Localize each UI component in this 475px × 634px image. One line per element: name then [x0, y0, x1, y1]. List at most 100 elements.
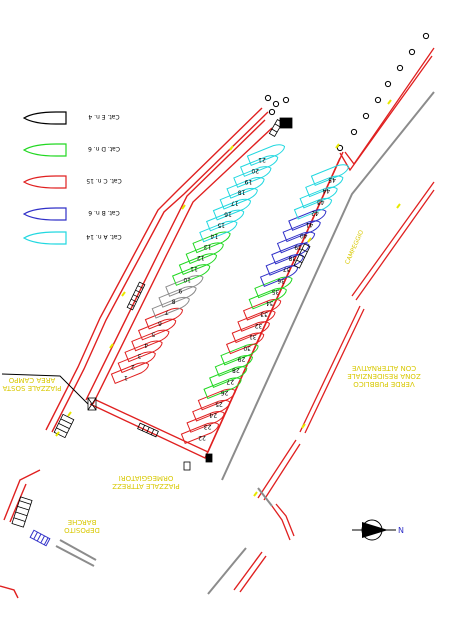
berth-boat: [220, 343, 259, 366]
berth-number: 39: [294, 243, 302, 250]
berth-number: 35: [271, 288, 279, 295]
label-piazzale-1: PIAZZALE ATTREZZ: [112, 482, 180, 490]
berth-number: 2: [131, 363, 135, 370]
berth-number: 25: [215, 400, 223, 407]
label-area-left-1: AREA CAMPO: [8, 376, 55, 384]
berth-number: 13: [204, 243, 212, 250]
legend-entry: Cat. A n. 14: [22, 231, 122, 245]
berth-number: 3: [138, 352, 142, 359]
berth-boat: [165, 275, 204, 297]
bollard: [272, 100, 280, 108]
berth-number: 43: [317, 198, 325, 205]
berth-number: 42: [311, 210, 319, 217]
berth-boat: [254, 276, 293, 299]
berth-boat: [299, 186, 338, 209]
bollard: [422, 32, 430, 40]
berth-boat: [305, 175, 344, 198]
berth-boat: [282, 220, 321, 243]
berth-number: 21: [258, 156, 266, 163]
bollard: [282, 96, 290, 104]
label-road: CAMPEGGIO: [344, 229, 365, 266]
berth-boat: [144, 307, 184, 330]
berth-number: 23: [204, 423, 212, 430]
berth-boat: [219, 187, 258, 210]
legend-label: Cat. A n. 14: [86, 233, 121, 240]
bollard: [268, 108, 276, 116]
berth-boat: [226, 332, 265, 355]
berth-number: 45: [328, 176, 336, 183]
bollard: [264, 94, 272, 102]
gray-road-lines: [55, 91, 435, 595]
berth-boat: [131, 329, 170, 352]
berth-number: 14: [210, 232, 218, 239]
berth-number: 18: [238, 189, 246, 196]
label-area-left-2: PIAZZALE SOSTA: [2, 384, 61, 392]
legend-entry: Cat. D n. 6: [22, 143, 120, 157]
label-zona-3: VERDE PUBBLICO: [353, 380, 415, 388]
berth-number: 26: [221, 389, 229, 396]
berth-boat: [233, 166, 272, 188]
berth-number: 17: [231, 200, 239, 207]
berth-number: 44: [322, 187, 330, 194]
berth-numbers: 1234567891011121314151617181920212223242…: [124, 156, 336, 441]
berth-boat: [209, 366, 248, 388]
berth-boat: [192, 399, 231, 422]
legend: Cat. E n. 4 Cat. D n. 6 Cat. C n. 15 Cat. B…: [22, 111, 122, 245]
legend-label: Cat. D n. 6: [88, 145, 120, 152]
berth-boat: [293, 197, 333, 220]
berth-number: 15: [217, 221, 225, 228]
deposit-hatch: [29, 529, 51, 547]
berth-boat: [288, 209, 327, 231]
berth-number: 10: [183, 276, 191, 283]
berth-number: 38: [288, 255, 296, 262]
berth-boat: [214, 354, 253, 377]
label-deposito-2: BARCHE: [68, 518, 97, 526]
bollard: [374, 96, 382, 104]
berth-boat: [178, 253, 218, 276]
berth-number: 12: [197, 254, 205, 261]
bollard: [336, 144, 344, 152]
berth-number: 40: [300, 232, 308, 239]
berth-boat: [212, 198, 252, 221]
berth-boat: [226, 176, 265, 199]
berth-number: 33: [260, 311, 268, 318]
berth-number: 11: [190, 265, 198, 272]
berth-boat: [246, 144, 286, 167]
berth-boat: [203, 377, 242, 400]
label-zona-1: ZONA RESIDENZIALE: [347, 372, 420, 380]
berth-number: 7: [165, 309, 169, 316]
berth-number: 28: [232, 367, 240, 374]
quay-outline: [0, 107, 344, 599]
berth-boat: [237, 310, 276, 332]
berth-number: 20: [251, 167, 259, 174]
berth-number: 32: [255, 322, 263, 329]
legend-entry: Cat. B n. 6: [22, 207, 120, 221]
legend-label: Cat. B n. 6: [88, 209, 120, 216]
bollard: [362, 112, 370, 120]
berth-boat: [124, 340, 163, 363]
label-deposito-1: DEPOSITO: [64, 526, 100, 534]
berth-boat: [197, 388, 237, 411]
berth-boat: [242, 298, 282, 321]
bollard: [396, 64, 404, 72]
berth-boat: [110, 362, 150, 385]
berth-boat: [171, 264, 211, 286]
yellow-ticks: [55, 99, 401, 497]
berth-boat: [239, 155, 279, 177]
berth-boat: [180, 422, 220, 445]
legend-entry: Cat. E n. 4: [22, 111, 120, 125]
berth-boat: [137, 318, 177, 341]
compass-n-label: N: [398, 526, 404, 535]
bollard: [384, 80, 392, 88]
berth-number: 6: [158, 320, 162, 327]
label-piazzale-2: ORMEGGIATORI: [119, 474, 174, 482]
berth-number: 8: [172, 298, 176, 305]
hatched-pads: [11, 117, 311, 528]
berth-number: 29: [238, 355, 246, 362]
legend-label: Cat. C n. 15: [86, 177, 122, 184]
berth-number: 31: [249, 333, 257, 340]
berth-boat: [205, 209, 245, 232]
berth-number: 4: [144, 341, 148, 348]
berth-number: 9: [178, 287, 182, 294]
